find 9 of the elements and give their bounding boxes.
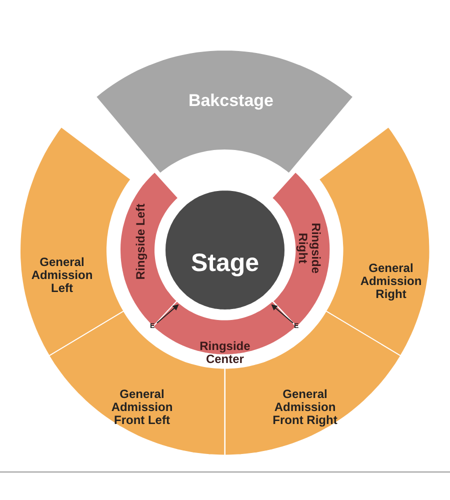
section-label: General Admission Left xyxy=(30,256,94,296)
section-label: Bakcstage xyxy=(187,92,275,111)
section-label: General Admission Right xyxy=(359,262,423,302)
section-label: Ringside Left xyxy=(134,202,148,282)
section-label: General Admission Front Left xyxy=(110,388,174,428)
section-label: General Admission Front Right xyxy=(272,388,338,428)
section-label: Ringside Center xyxy=(198,340,252,366)
section-label: Stage xyxy=(190,250,260,278)
section-label: Ringside Right xyxy=(296,222,322,276)
